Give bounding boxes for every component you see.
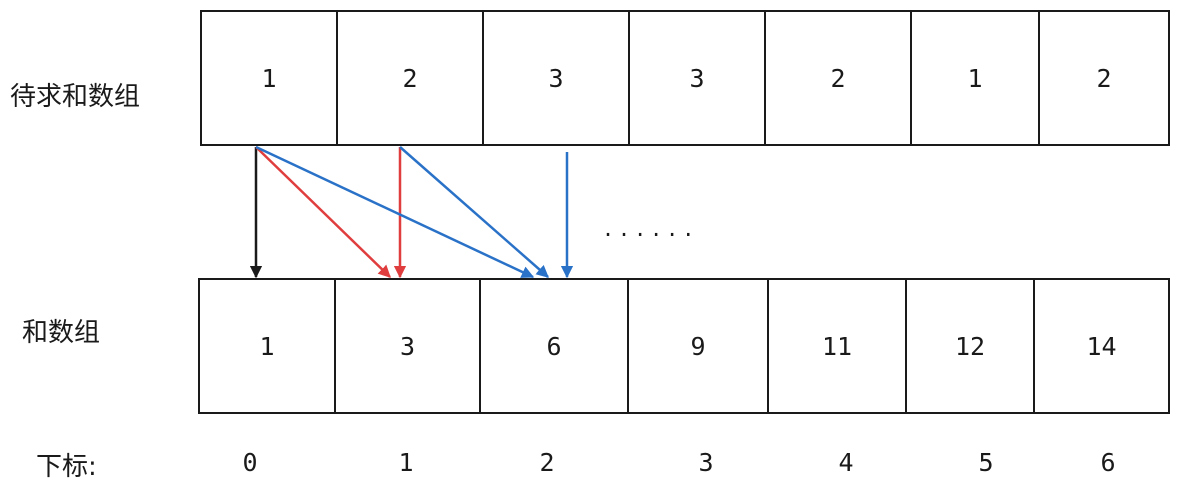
input-cell-1: 2 [338,12,484,144]
input-cell-0: 1 [202,12,338,144]
input-array-label: 待求和数组 [10,82,141,112]
prefix-cell-1: 3 [336,280,481,412]
ellipsis: ...... [602,217,698,241]
input-cell-6: 2 [1040,12,1170,144]
prefix-cell-4: 11 [769,280,907,412]
prefix-cell-0: 1 [200,280,336,412]
input-cell-2: 3 [484,12,630,144]
arrow-input1-to-prefix2 [399,146,549,278]
input-cell-3: 3 [630,12,766,144]
index-4: 4 [838,448,854,477]
input-cell-4: 2 [766,12,912,144]
index-2: 2 [539,448,555,477]
index-1: 1 [398,448,414,477]
input-array: 1 2 3 3 2 1 2 [200,10,1170,146]
prefix-array-label: 和数组 [22,318,101,348]
prefix-cell-3: 9 [629,280,769,412]
index-5: 5 [978,448,994,477]
arrow-input0-to-prefix2 [255,145,535,279]
index-label: 下标: [36,452,97,482]
prefix-cell-2: 6 [481,280,629,412]
arrow-input0-to-prefix1 [255,146,391,278]
prefix-array: 1 3 6 9 11 12 14 [198,278,1170,414]
index-0: 0 [242,448,258,477]
prefix-cell-5: 12 [907,280,1035,412]
index-6: 6 [1100,448,1116,477]
input-cell-5: 1 [912,12,1040,144]
index-3: 3 [698,448,714,477]
prefix-cell-6: 14 [1035,280,1170,412]
